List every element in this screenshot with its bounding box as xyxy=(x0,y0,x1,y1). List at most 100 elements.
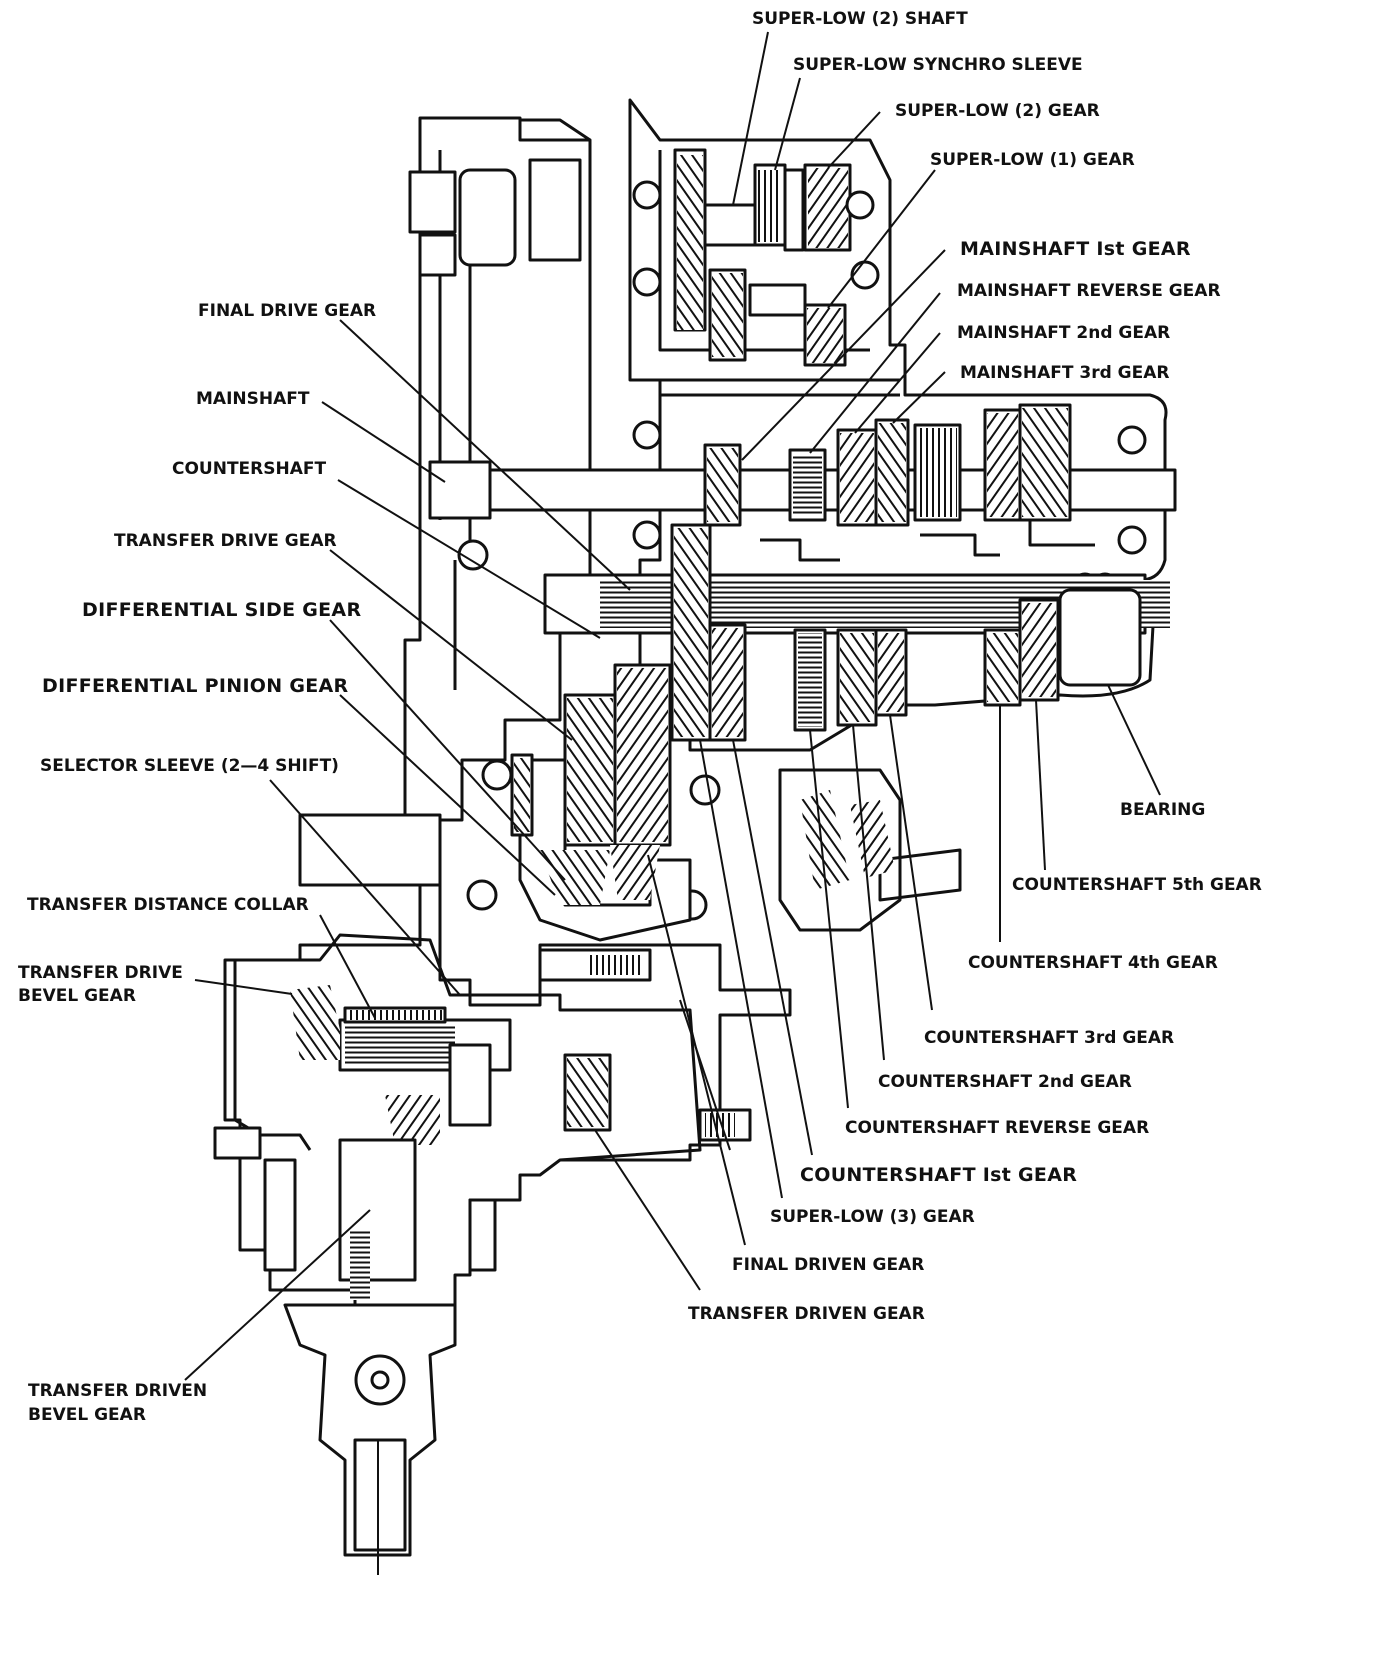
label-countershaft-1st-gear: COUNTERSHAFT Ist GEAR xyxy=(800,1164,1077,1186)
countershaft-2nd-gear-teeth xyxy=(840,633,874,722)
label-countershaft: COUNTERSHAFT xyxy=(172,459,326,479)
bearing-6 xyxy=(1117,425,1147,455)
label-transfer-distance-collar: TRANSFER DISTANCE COLLAR xyxy=(27,895,309,915)
leader-transfer-drive-gear xyxy=(329,549,573,741)
left-driveshaft-stub xyxy=(298,813,442,887)
leader-lines xyxy=(184,31,1161,1381)
label-countershaft-4th-gear: COUNTERSHAFT 4th GEAR xyxy=(968,953,1218,973)
leader-mainshaft-1st-gear xyxy=(741,249,946,461)
leader-countershaft xyxy=(337,479,601,639)
label-selector-sleeve: SELECTOR SLEEVE (2—4 SHIFT) xyxy=(40,756,339,776)
leader-transfer-driven-gear xyxy=(594,1129,701,1291)
final-drive-gear-teeth xyxy=(674,528,708,737)
leader-super-low-2-shaft xyxy=(732,31,769,206)
bearing-17 xyxy=(457,539,489,571)
label-transfer-drive-bevel-gear-line2: BEVEL GEAR xyxy=(18,986,136,1006)
leader-super-low-2-gear xyxy=(827,111,881,169)
leader-selector-sleeve xyxy=(269,779,461,996)
countershaft-1st-gear-teeth xyxy=(712,628,743,737)
countershaft-5th-gear-teeth xyxy=(1022,603,1056,697)
synchro-sleeve-hatch xyxy=(758,170,782,242)
label-transfer-driven-bevel-gear-line1: TRANSFER DRIVEN xyxy=(28,1381,207,1401)
bearing-3 xyxy=(632,267,662,297)
bearing-8 xyxy=(1117,525,1147,555)
leader-countershaft-reverse-gear xyxy=(809,729,849,1109)
label-super-low-1-gear: SUPER-LOW (1) GEAR xyxy=(930,150,1135,170)
leader-bearing xyxy=(1107,684,1161,796)
label-countershaft-5th-gear: COUNTERSHAFT 5th GEAR xyxy=(1012,875,1262,895)
countershaft-reverse-gear-teeth xyxy=(798,633,822,727)
countershaft-end-housing xyxy=(1058,588,1142,687)
transfer-drive-gear-teeth xyxy=(567,698,613,842)
label-differential-pinion-gear: DIFFERENTIAL PINION GEAR xyxy=(42,675,349,697)
countershaft-3rd-gear-teeth xyxy=(878,633,904,712)
output-shaft-splines xyxy=(350,1230,370,1300)
transmission-artwork xyxy=(213,98,1177,1575)
transfer-hub xyxy=(448,1043,492,1127)
label-countershaft-2nd-gear: COUNTERSHAFT 2nd GEAR xyxy=(878,1072,1132,1092)
transfer-left-bolt xyxy=(263,1158,297,1272)
label-super-low-2-gear: SUPER-LOW (2) GEAR xyxy=(895,101,1100,121)
input-housing xyxy=(520,118,591,262)
label-mainshaft-reverse-gear: MAINSHAFT REVERSE GEAR xyxy=(957,281,1221,301)
bearing-2 xyxy=(845,190,875,220)
mainshaft-synchro-hatch xyxy=(918,428,957,517)
final-driven-gear-teeth xyxy=(617,668,668,842)
bearing-13 xyxy=(481,759,513,791)
leader-final-drive-gear xyxy=(339,319,631,591)
label-final-drive-gear: FINAL DRIVE GEAR xyxy=(198,301,376,321)
leader-countershaft-2nd-gear xyxy=(852,724,885,1061)
label-countershaft-reverse-gear: COUNTERSHAFT REVERSE GEAR xyxy=(845,1118,1149,1138)
label-mainshaft-2nd-gear: MAINSHAFT 2nd GEAR xyxy=(957,323,1170,343)
super-low-inner-wall xyxy=(640,150,900,397)
label-transfer-driven-bevel-gear-line2: BEVEL GEAR xyxy=(28,1405,146,1425)
leader-mainshaft-reverse-gear xyxy=(809,292,941,454)
super-low-collar xyxy=(748,283,807,317)
transfer-right-bolt xyxy=(468,1198,497,1272)
leader-countershaft-1st-gear xyxy=(732,739,813,1156)
bearing-14 xyxy=(689,774,721,806)
super-low-3-gear-teeth xyxy=(712,273,743,357)
label-bearing: BEARING xyxy=(1120,800,1205,820)
label-final-driven-gear: FINAL DRIVEN GEAR xyxy=(732,1255,924,1275)
leader-differential-side-gear xyxy=(329,619,566,881)
transfer-drive-bevel-gear xyxy=(290,985,340,1060)
shift-fork-upper xyxy=(760,520,1095,562)
leader-transfer-distance-collar xyxy=(319,914,376,1019)
leader-countershaft-5th-gear xyxy=(1035,699,1046,871)
transfer-driven-bevel-gear xyxy=(385,1095,440,1145)
right-cv-joint-b xyxy=(850,800,895,878)
label-transfer-driven-gear: TRANSFER DRIVEN GEAR xyxy=(688,1304,925,1324)
right-cv-boot xyxy=(778,768,902,932)
synchro-hub xyxy=(783,168,805,252)
right-cv-joint xyxy=(800,790,850,890)
label-transfer-drive-gear: TRANSFER DRIVE GEAR xyxy=(114,531,337,551)
super-low-2-gear-teeth xyxy=(808,168,848,248)
diagram-canvas: SUPER-LOW (2) SHAFT SUPER-LOW SYNCHRO SL… xyxy=(18,9,1262,1575)
propeller-shaft xyxy=(353,1438,407,1552)
bearing-15 xyxy=(466,879,498,911)
leader-mainshaft-2nd-gear xyxy=(854,332,941,434)
mainshaft-2nd-gear-teeth xyxy=(840,433,874,522)
mainshaft-5th-gear-teeth xyxy=(1022,408,1068,517)
case-lug-top xyxy=(408,170,457,234)
bearing-5 xyxy=(632,420,662,450)
leader-mainshaft-3rd-gear xyxy=(892,371,946,424)
leader-differential-pinion-gear xyxy=(339,694,556,896)
transfer-bolt-upper-thread xyxy=(590,955,640,975)
leader-transfer-drive-bevel-gear xyxy=(194,979,293,995)
transfer-distance-collar-hatch xyxy=(347,1010,443,1020)
label-super-low-synchro-sleeve: SUPER-LOW SYNCHRO SLEEVE xyxy=(793,55,1083,75)
bearing-7 xyxy=(632,520,662,550)
case-lug-2 xyxy=(418,233,457,277)
leader-final-driven-gear-b xyxy=(679,999,731,1151)
label-mainshaft-1st-gear: MAINSHAFT Ist GEAR xyxy=(960,238,1191,260)
label-mainshaft-3rd-gear: MAINSHAFT 3rd GEAR xyxy=(960,363,1170,383)
transfer-lower-lug xyxy=(213,1126,262,1160)
transfer-bolt-right-thread xyxy=(705,1113,735,1137)
leader-transfer-driven-bevel-gear xyxy=(184,1209,371,1381)
label-super-low-3-gear: SUPER-LOW (3) GEAR xyxy=(770,1207,975,1227)
leader-super-low-1-gear xyxy=(827,169,936,309)
mainshaft-reverse-gear-teeth xyxy=(793,455,822,515)
u-joint-pin xyxy=(370,1370,390,1390)
